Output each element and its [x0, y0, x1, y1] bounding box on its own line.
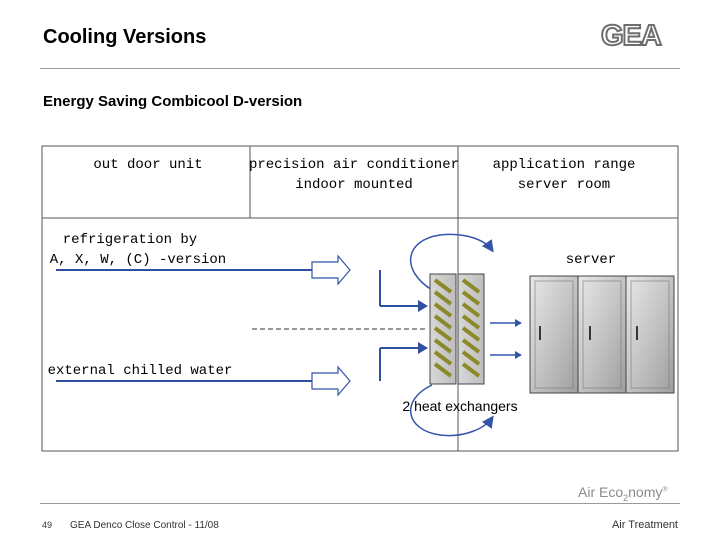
chilled-water-label: external chilled water: [48, 363, 233, 379]
page-number: 49: [42, 520, 53, 530]
col-indoor-label-1: precision air conditioner: [249, 157, 459, 173]
server-rack-3: [625, 275, 675, 394]
chilled-water-pipe: [56, 342, 428, 397]
air-economy-logo: Air Eco2nomy®: [578, 484, 668, 503]
refrigeration-label-1: refrigeration by: [63, 232, 197, 248]
eco-logo-sub: 2: [623, 492, 629, 503]
header-divider: [40, 68, 680, 69]
eco-logo-tail: nomy: [628, 484, 663, 500]
col-app-label-2: server room: [518, 177, 610, 193]
gea-logo-icon: GEA: [600, 19, 664, 53]
diagram-frame: [41, 145, 679, 452]
server-label: server: [566, 252, 616, 268]
col-indoor-label-2: indoor mounted: [295, 177, 413, 193]
server-racks: [529, 275, 675, 394]
airflow-curve-bottom: [409, 384, 494, 437]
page-subtitle: Energy Saving Combicool D-version: [43, 93, 303, 110]
server-rack-1: [529, 275, 579, 394]
coil-stripes-2: [461, 278, 481, 378]
footer-left-text: GEA Denco Close Control - 11/08: [70, 520, 219, 531]
heat-exchangers-label: 2 heat exchangers: [402, 398, 517, 414]
heat-exchanger-2: [457, 273, 485, 385]
server-rack-2: [577, 275, 627, 394]
eco-logo-mark: ®: [662, 486, 668, 494]
footer-right-text: Air Treatment: [611, 519, 678, 531]
refrigeration-pipe: [56, 254, 428, 312]
col-outdoor-label: out door unit: [93, 157, 202, 173]
footer-divider: [40, 503, 680, 504]
refrigeration-label-2: A, X, W, (C) -version: [50, 252, 226, 268]
svg-text:GEA: GEA: [601, 20, 662, 50]
col-app-label-1: application range: [493, 157, 636, 173]
output-air-arrows: [490, 319, 522, 359]
airflow-curve-top: [409, 233, 494, 291]
eco-logo-main: Air Eco: [578, 484, 624, 500]
gea-logo: GEA: [600, 19, 681, 53]
coil-stripes-1: [433, 278, 453, 378]
page-title: Cooling Versions: [43, 26, 207, 48]
heat-exchanger-1: [429, 273, 457, 385]
